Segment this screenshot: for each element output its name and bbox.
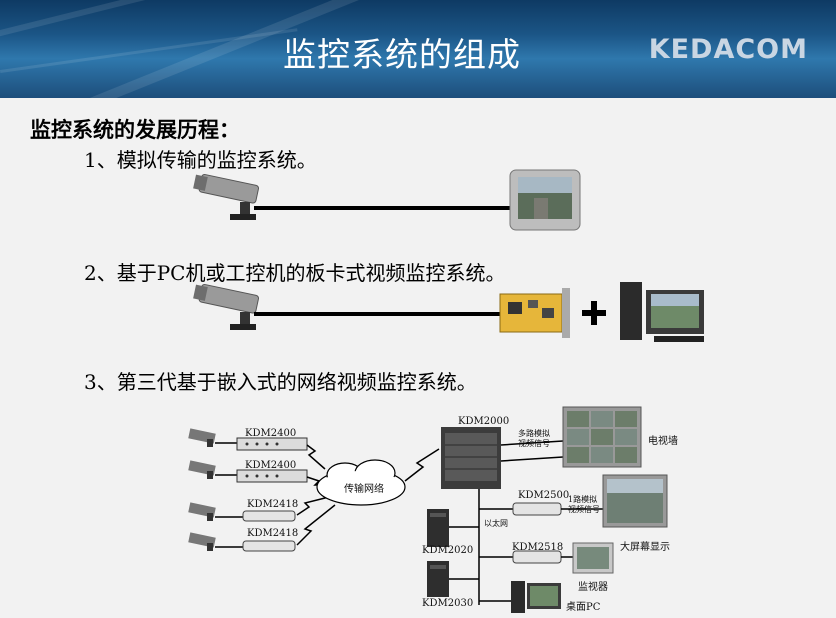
tv-icon [509,169,581,231]
monitor-icon [572,542,614,574]
server-tower-icon [427,561,449,597]
network-label: 传输网络 [344,484,384,495]
decor-stripe [0,28,298,73]
decoder-label: KDM2500 [518,490,570,501]
big-screen-label: 大屏幕显示 [620,542,670,553]
ethernet-label: 以太网 [484,519,508,528]
encoder-device-icon [236,469,308,483]
camera-icon [193,283,259,330]
desktop-pc-label: 桌面PC [566,602,601,613]
encoder-label: KDM2418 [247,528,299,539]
server-label: KDM2020 [422,545,474,556]
camera-icon [193,173,259,220]
camera-icon [188,532,216,551]
encoder-label: KDM2418 [247,499,299,510]
page-title: 监控系统的组成 [283,35,521,74]
camera-icon [188,502,216,521]
list-item: 2、基于PC机或工控机的板卡式视频监控系统。 [84,261,506,285]
monitor-label: 监视器 [578,582,608,593]
brand-logo: KEDACOM [648,34,808,65]
tv-wall-icon [562,406,642,468]
tv-wall-label: 电视墙 [648,436,678,447]
network-cloud-icon [316,459,406,506]
encoder-device-icon [242,510,296,522]
server-label: KDM2030 [422,598,474,609]
header-banner: 监控系统的组成 KEDACOM [0,0,836,98]
encoder-device-icon [242,540,296,552]
plus-icon [582,301,606,325]
capture-card-icon [499,288,570,338]
encoder-label: KDM2400 [245,460,297,471]
matrix-server-icon [441,427,501,489]
signal-label: 多路模拟 [518,429,550,438]
network-system-diagram [188,406,668,613]
camera-icon [188,460,216,479]
signal-label: 视频信号 [568,505,600,514]
list-item: 3、第三代基于嵌入式的网络视频监控系统。 [84,370,477,394]
encoder-label: KDM2400 [245,428,297,439]
matrix-label: KDM2000 [458,416,510,427]
section-heading: 监控系统的发展历程： [30,117,240,142]
decoder-label: KDM2518 [512,542,564,553]
desktop-pc-icon [511,581,561,613]
analog-system-diagram [193,169,581,231]
decoder-device-icon [512,502,562,516]
encoder-device-icon [236,437,308,451]
pc-card-system-diagram [193,282,704,342]
signal-label: 1路模拟 [568,495,598,504]
big-screen-icon [602,474,668,528]
server-tower-icon [427,509,449,547]
signal-label: 视频信号 [518,439,550,448]
list-item: 1、模拟传输的监控系统。 [84,148,317,172]
camera-icon [188,428,216,447]
desktop-pc-icon [620,282,704,342]
